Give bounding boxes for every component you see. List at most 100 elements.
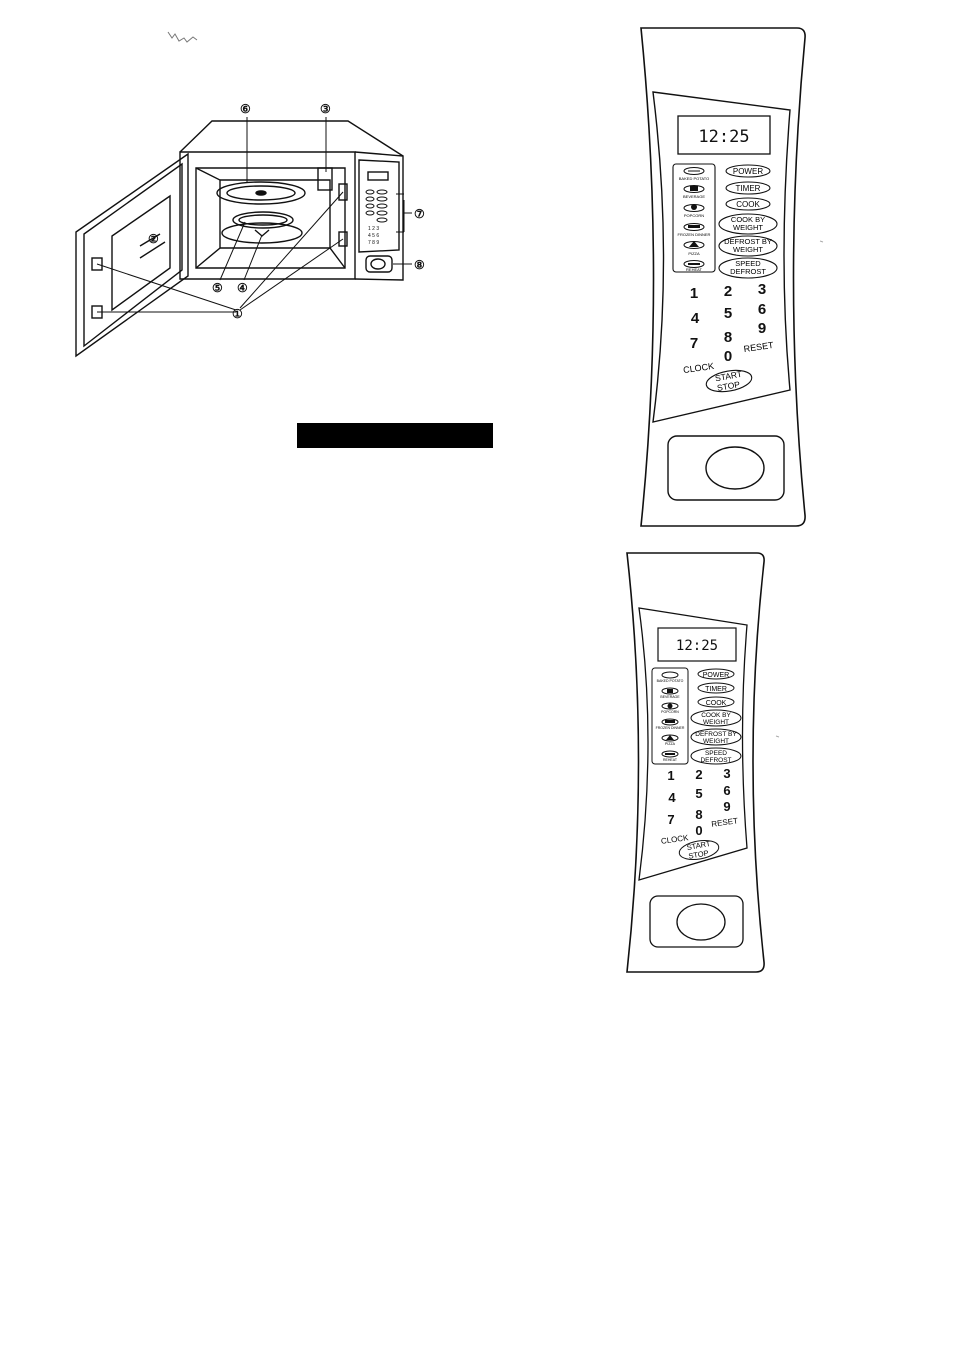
key-0[interactable]: 0 bbox=[724, 348, 732, 365]
cook-by-weight-label-1: COOK BY bbox=[731, 215, 765, 224]
stop-label: STOP bbox=[716, 379, 741, 393]
key-3-small[interactable]: 3 bbox=[723, 766, 730, 781]
key-6-small[interactable]: 6 bbox=[723, 783, 730, 798]
food-button-beverage[interactable]: BEVERAGE bbox=[683, 185, 705, 200]
defrost-by-weight-button[interactable]: DEFROST BY WEIGHT bbox=[718, 235, 778, 257]
food-label-reheat: REHEAT bbox=[686, 267, 702, 272]
key-1-small[interactable]: 1 bbox=[667, 768, 674, 783]
defrost-by-weight-small-label-2: WEIGHT bbox=[703, 738, 729, 745]
control-panel-small: 12:25 BAKED POTATO BEVERAGE POPCORN FROZ… bbox=[626, 552, 765, 973]
key-0-small[interactable]: 0 bbox=[695, 823, 702, 838]
key-7[interactable]: 7 bbox=[690, 335, 698, 352]
svg-text:4 5 6: 4 5 6 bbox=[368, 233, 379, 239]
black-label-bar bbox=[297, 423, 493, 448]
food-button-reheat[interactable]: REHEAT bbox=[683, 260, 705, 273]
cook-by-weight-small-label-2: WEIGHT bbox=[703, 719, 729, 726]
scan-artifact-mark-2 bbox=[775, 735, 780, 738]
control-panel-large: 12:25 BAKED POTATO BEVERAGE POPCORN FROZ… bbox=[640, 27, 806, 527]
timer-button-small[interactable]: TIMER bbox=[697, 682, 735, 694]
food-label-frozen-dinner-small: FROZEN DINNER bbox=[656, 726, 685, 730]
food-label-baked-potato-small: BAKED POTATO bbox=[657, 679, 684, 683]
food-button-frozen-dinner[interactable]: FROZEN DINNER bbox=[678, 223, 711, 238]
speed-defrost-label-2: DEFROST bbox=[730, 267, 766, 276]
callout-7: ⑦ bbox=[414, 207, 425, 221]
food-label-reheat-small: REHEAT bbox=[663, 758, 678, 762]
food-button-baked-potato-small[interactable]: BAKED POTATO bbox=[657, 671, 684, 683]
display-time: 12:25 bbox=[698, 127, 749, 147]
scan-artifact-mark bbox=[819, 240, 824, 243]
key-5-small[interactable]: 5 bbox=[695, 786, 702, 801]
speed-defrost-button[interactable]: SPEED DEFROST bbox=[718, 257, 778, 279]
power-button-label: POWER bbox=[733, 167, 763, 176]
defrost-by-weight-button-small[interactable]: DEFROST BY WEIGHT bbox=[690, 728, 742, 746]
food-label-pizza-small: PIZZA bbox=[665, 742, 676, 746]
food-label-pizza: PIZZA bbox=[688, 251, 700, 256]
cook-by-weight-button-small[interactable]: COOK BY WEIGHT bbox=[690, 709, 742, 727]
key-2[interactable]: 2 bbox=[724, 283, 732, 300]
cook-by-weight-small-label-1: COOK BY bbox=[701, 712, 731, 719]
speed-defrost-button-small[interactable]: SPEED DEFROST bbox=[690, 747, 742, 765]
food-button-pizza-small[interactable]: PIZZA bbox=[661, 734, 679, 746]
door-open-button[interactable] bbox=[667, 435, 785, 501]
timer-button-label: TIMER bbox=[736, 184, 761, 193]
callout-2: ② bbox=[148, 232, 159, 246]
callout-5: ⑤ bbox=[212, 281, 223, 295]
timer-button[interactable]: TIMER bbox=[725, 181, 771, 195]
power-button-small-label: POWER bbox=[703, 672, 729, 679]
cook-by-weight-label-2: WEIGHT bbox=[733, 223, 763, 232]
food-button-popcorn[interactable]: POPCORN bbox=[683, 204, 705, 218]
food-label-frozen-dinner: FROZEN DINNER bbox=[678, 232, 711, 237]
timer-button-small-label: TIMER bbox=[705, 686, 727, 693]
cook-by-weight-button[interactable]: COOK BY WEIGHT bbox=[718, 213, 778, 235]
key-9-small[interactable]: 9 bbox=[723, 799, 730, 814]
key-3[interactable]: 3 bbox=[758, 281, 766, 298]
key-4-small[interactable]: 4 bbox=[668, 790, 676, 805]
speed-defrost-small-label-1: SPEED bbox=[705, 750, 727, 757]
key-7-small[interactable]: 7 bbox=[667, 812, 674, 827]
defrost-by-weight-label-2: WEIGHT bbox=[733, 245, 763, 254]
cook-button-label: COOK bbox=[736, 200, 760, 209]
display-time-small: 12:25 bbox=[676, 638, 718, 654]
defrost-by-weight-label-1: DEFROST BY bbox=[724, 237, 772, 246]
food-button-pizza[interactable]: PIZZA bbox=[683, 241, 705, 256]
svg-text:7 8 9: 7 8 9 bbox=[368, 240, 379, 246]
speed-defrost-label-1: SPEED bbox=[735, 259, 761, 268]
cook-button[interactable]: COOK bbox=[725, 197, 771, 211]
reset-button-small[interactable]: RESET bbox=[711, 816, 739, 829]
key-5[interactable]: 5 bbox=[724, 305, 732, 322]
reset-button[interactable]: RESET bbox=[743, 340, 775, 354]
food-button-popcorn-small[interactable]: POPCORN bbox=[661, 702, 679, 714]
power-button-small[interactable]: POWER bbox=[697, 668, 735, 680]
callout-1: ① bbox=[232, 307, 243, 321]
food-label-baked-potato: BAKED POTATO bbox=[679, 176, 709, 181]
key-9[interactable]: 9 bbox=[758, 320, 766, 337]
start-label-small: START bbox=[686, 839, 712, 852]
start-label: START bbox=[714, 369, 742, 384]
food-button-baked-potato[interactable]: BAKED POTATO bbox=[679, 167, 709, 182]
door-open-button-small[interactable] bbox=[649, 895, 744, 948]
scan-artifact bbox=[167, 31, 198, 43]
start-stop-button-small[interactable]: START STOP bbox=[678, 838, 721, 863]
key-4[interactable]: 4 bbox=[691, 310, 700, 327]
defrost-by-weight-small-label-1: DEFROST BY bbox=[695, 731, 737, 738]
food-button-frozen-dinner-small[interactable]: FROZEN DINNER bbox=[656, 718, 685, 730]
power-button[interactable]: POWER bbox=[725, 164, 771, 178]
callout-4: ④ bbox=[237, 281, 248, 295]
food-label-popcorn-small: POPCORN bbox=[661, 710, 679, 714]
food-button-reheat-small[interactable]: REHEAT bbox=[661, 750, 679, 762]
cook-button-small[interactable]: COOK bbox=[697, 696, 735, 708]
food-button-beverage-small[interactable]: BEVERAGE bbox=[660, 687, 680, 699]
clock-button-small[interactable]: CLOCK bbox=[660, 833, 689, 846]
callout-6: ⑥ bbox=[240, 102, 251, 116]
key-8-small[interactable]: 8 bbox=[695, 807, 702, 822]
food-label-beverage: BEVERAGE bbox=[683, 194, 705, 199]
speed-defrost-small-label-2: DEFROST bbox=[700, 757, 731, 764]
key-1[interactable]: 1 bbox=[690, 285, 698, 302]
key-2-small[interactable]: 2 bbox=[695, 767, 702, 782]
clock-button[interactable]: CLOCK bbox=[683, 361, 715, 375]
start-stop-button[interactable]: START STOP bbox=[705, 367, 754, 395]
food-label-popcorn: POPCORN bbox=[684, 213, 704, 218]
key-6[interactable]: 6 bbox=[758, 301, 766, 318]
key-8[interactable]: 8 bbox=[724, 329, 732, 346]
